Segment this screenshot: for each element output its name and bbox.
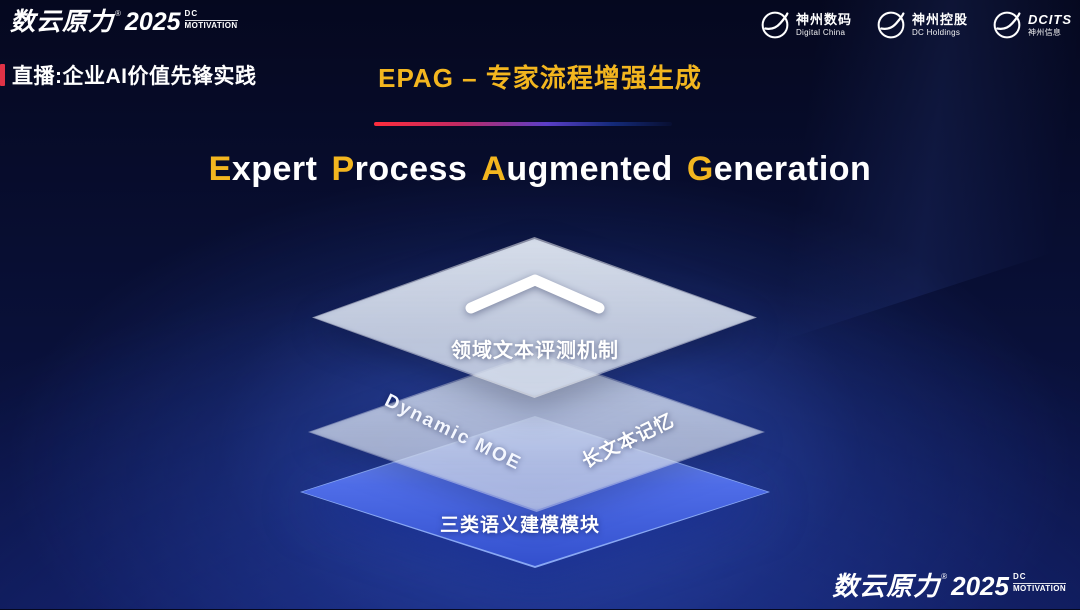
partner-subname: DC Holdings [911, 27, 961, 37]
brand-motivation: MOTIVATION [184, 20, 238, 30]
title-rest: xpert [231, 150, 318, 188]
partner-text: 神州控股 DC Holdings [911, 11, 968, 37]
title-initial: A [481, 150, 507, 188]
bottom-layer-label: 三类语义建模模块 [439, 515, 600, 536]
registered-mark: ® [115, 9, 121, 18]
chevron-up-icon [455, 270, 615, 316]
partner-digital-china: 神州数码 Digital China [760, 10, 852, 40]
brand-year: 2025 [951, 571, 1009, 601]
title-rest: eneration [713, 150, 872, 188]
title-rest: ugmented [506, 150, 673, 188]
title-word: Expert [209, 150, 318, 189]
top-layer-label: 领域文本评测机制 [451, 340, 619, 362]
dcits-logo-icon [993, 11, 1021, 39]
live-caption: 直播:企业AI价值先锋实践 [0, 60, 257, 90]
partner-name: 神州控股 [911, 11, 968, 27]
brand-year: 2025 [124, 8, 181, 36]
title-word: Generation [687, 150, 872, 189]
partner-dcits: DCITS 神州信息 [992, 10, 1072, 40]
live-accent-bar [0, 64, 5, 86]
brand-sub: DC MOTIVATION [184, 9, 238, 30]
layer-face [314, 239, 755, 396]
title-gradient-divider [374, 122, 672, 126]
partner-name: 神州数码 [795, 11, 852, 27]
title-rest: rocess [354, 150, 468, 188]
live-caption-text: 直播:企业AI价值先锋实践 [12, 65, 257, 88]
digital-china-logo-icon [761, 11, 789, 39]
layer-top-evaluation [312, 237, 757, 398]
brand-dc: DC [1012, 572, 1027, 581]
partner-subname: 神州信息 [1028, 27, 1062, 37]
brand-dc: DC [184, 9, 199, 18]
title-initial: E [208, 150, 232, 188]
brand-logo-bottom-right: 数云原力 ® 2025 DC MOTIVATION [832, 573, 1066, 599]
partner-text: 神州数码 Digital China [795, 11, 852, 37]
partner-dc-holdings: 神州控股 DC Holdings [876, 10, 968, 40]
partner-subname: Digital China [795, 27, 846, 37]
partner-name: DCITS [1028, 11, 1072, 27]
registered-mark: ® [941, 572, 948, 581]
slide-title: EPAG – 专家流程增强生成 [378, 63, 702, 93]
title-initial: G [686, 150, 714, 188]
brand-sub: DC MOTIVATION [1012, 572, 1066, 593]
dc-holdings-logo-icon [877, 11, 905, 39]
brand-motivation: MOTIVATION [1012, 583, 1066, 593]
brand-name: 数云原力 [10, 8, 115, 36]
title-initial: P [331, 150, 355, 188]
partner-logos: 神州数码 Digital China 神州控股 DC Holdings DCIT… [760, 10, 1072, 40]
brand-name: 数云原力 [832, 571, 941, 601]
main-title: Expert Process Augmented Generation [0, 150, 1080, 189]
brand-logo-top-left: 数云原力 ® 2025 DC MOTIVATION [10, 10, 238, 35]
partner-text: DCITS 神州信息 [1028, 11, 1072, 37]
title-word: Augmented [481, 150, 673, 189]
title-word: Process [331, 150, 467, 189]
